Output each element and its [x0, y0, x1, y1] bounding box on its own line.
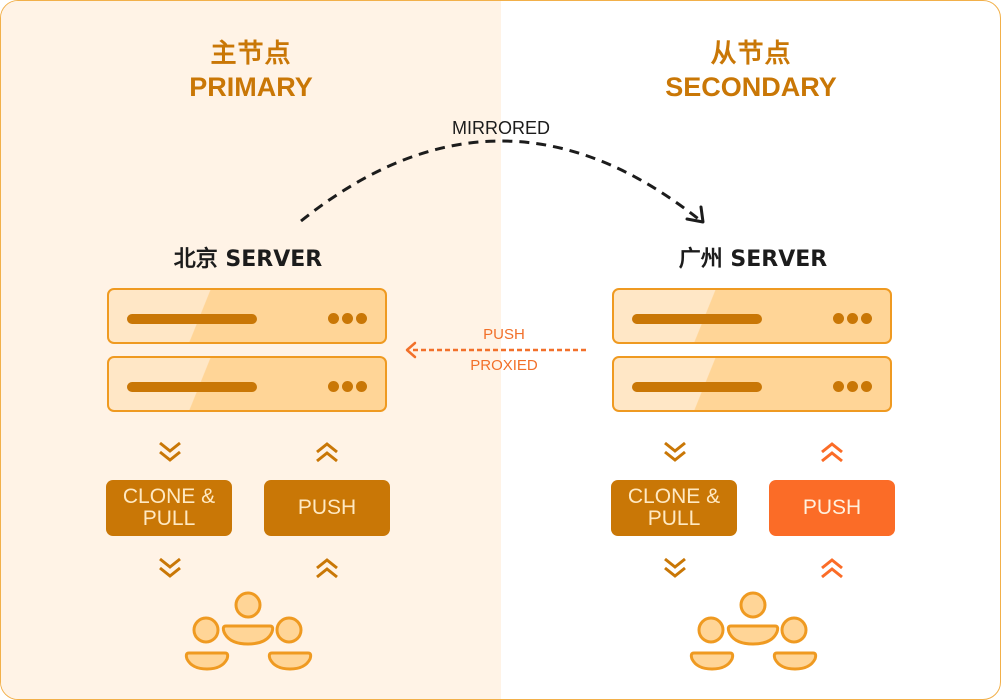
- primary-push-button[interactable]: PUSH: [264, 480, 390, 536]
- primary-server-unit: [107, 356, 387, 412]
- users-group-icon: [689, 591, 818, 671]
- chevron-double-up-icon: [821, 558, 843, 579]
- chevron-double-down-icon: [159, 441, 181, 462]
- secondary-title-zh: 从节点: [710, 39, 792, 69]
- chevron-double-down-icon: [159, 557, 181, 578]
- mirrored-label: MIRRORED: [452, 118, 550, 138]
- proxied-arrowhead-icon: [405, 341, 417, 359]
- mirrored-arrowhead-icon: [685, 205, 705, 224]
- server-slot-bar: [632, 314, 762, 324]
- chevron-double-down-icon: [664, 557, 686, 578]
- chevron-double-up-icon: [316, 442, 338, 463]
- users-group-icon: [184, 591, 313, 671]
- primary-title: 主节点 PRIMARY: [121, 38, 381, 104]
- server-status-dots-icon: [328, 381, 367, 392]
- secondary-title: 从节点 SECONDARY: [621, 38, 881, 104]
- primary-title-en: PRIMARY: [189, 72, 313, 102]
- primary-title-zh: 主节点: [210, 39, 292, 69]
- chevron-double-up-icon: [821, 442, 843, 463]
- server-status-dots-icon: [328, 313, 367, 324]
- server-status-dots-icon: [833, 313, 872, 324]
- secondary-title-en: SECONDARY: [665, 72, 837, 102]
- secondary-server-label: 广州 SERVER: [678, 247, 828, 272]
- push-label: PUSH: [483, 326, 525, 343]
- secondary-clone-pull-button[interactable]: CLONE &PULL: [611, 480, 737, 536]
- server-status-dots-icon: [833, 381, 872, 392]
- mirrored-arrow-path: [300, 139, 702, 223]
- server-slot-bar: [632, 382, 762, 392]
- server-slot-bar: [127, 382, 257, 392]
- primary-server-label: 北京 SERVER: [173, 247, 323, 272]
- secondary-push-button[interactable]: PUSH: [769, 480, 895, 536]
- chevron-double-up-icon: [316, 558, 338, 579]
- proxied-label: PROXIED: [470, 357, 538, 374]
- secondary-server-unit: [612, 356, 892, 412]
- chevron-double-down-icon: [664, 441, 686, 462]
- primary-clone-pull-button[interactable]: CLONE &PULL: [106, 480, 232, 536]
- server-slot-bar: [127, 314, 257, 324]
- primary-server-unit: [107, 288, 387, 344]
- secondary-server-unit: [612, 288, 892, 344]
